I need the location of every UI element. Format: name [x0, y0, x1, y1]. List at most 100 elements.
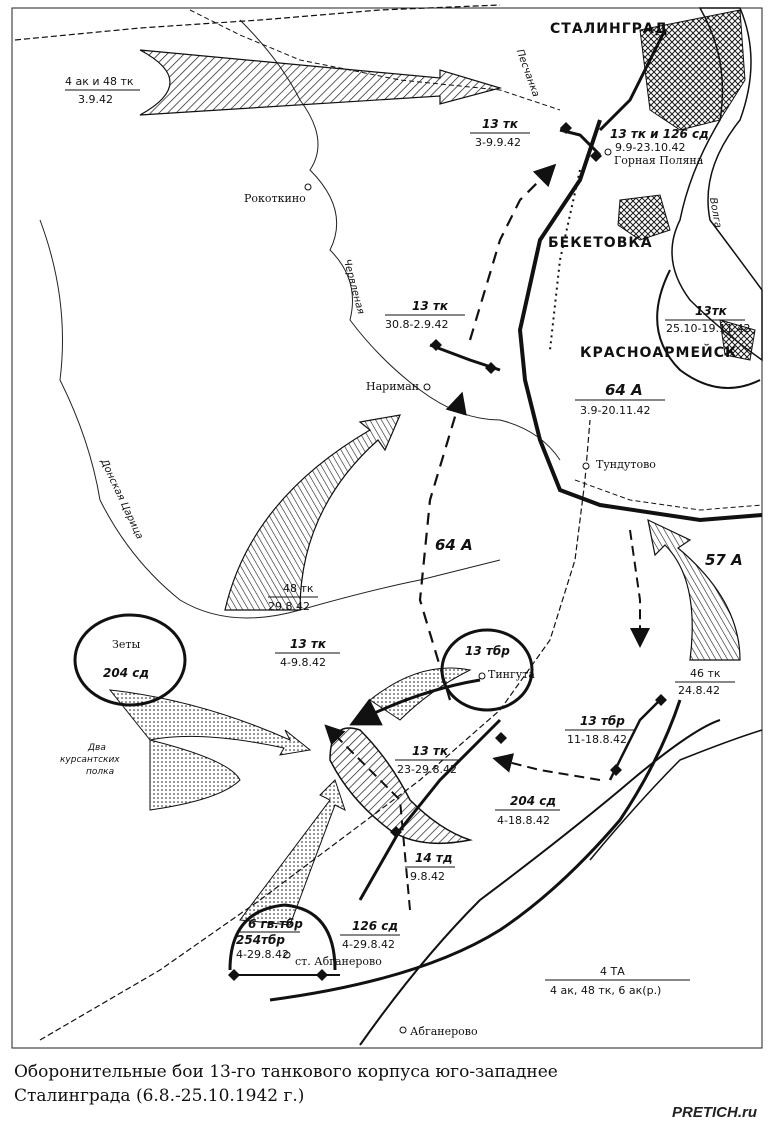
- unit-64a-main: 64 А: [605, 381, 643, 399]
- settlement-abganerovo: [399, 1026, 407, 1034]
- unit-13tk-d: 13 тк: [290, 637, 327, 651]
- unit-204sd-a: 204 сд: [103, 666, 149, 680]
- settlement-tinguta: [478, 672, 486, 680]
- label-beketovka: БЕКЕТОВКА: [548, 235, 653, 251]
- arrow-4ak-48tk: [139, 49, 503, 116]
- label-tundutovo: Тундутово: [596, 458, 656, 471]
- arrow-46tk: [647, 518, 741, 661]
- label-zety: Зеты: [112, 638, 140, 651]
- line-13tbr-b: [608, 699, 661, 781]
- unit-13tbr-a: 13 тбр: [465, 644, 510, 658]
- settlement-rokotkino: [304, 183, 312, 191]
- unit-14td: 14 тд: [415, 851, 453, 865]
- unit-57a: 57 А: [705, 551, 743, 569]
- railway-main: [39, 419, 591, 1041]
- label-cadets-2: курсантских: [60, 755, 120, 765]
- caption-line-1: Оборонительные бои 13-го танкового корпу…: [14, 1062, 558, 1082]
- label-krasnoarmeysk: КРАСНОАРМЕЙСК: [580, 344, 737, 361]
- krasnoarmeysk-ring: [656, 269, 761, 389]
- front-line-main: [517, 119, 763, 523]
- caption-line-2: Сталинграда (6.8.-25.10.1942 г.): [14, 1086, 305, 1106]
- front-line-tick: [549, 169, 581, 351]
- arrow-dashed-3: [629, 529, 650, 648]
- marker-diamond-3: [560, 122, 572, 134]
- marker-diamond-2: [485, 362, 497, 374]
- unit-254tbr: 254тбр: [236, 933, 285, 947]
- front-line-stalingrad: [598, 29, 667, 132]
- unit-13tk-126sd-date: 9.9-23.10.42: [615, 141, 685, 154]
- label-cadets-1: Два: [87, 743, 106, 753]
- arc-254tbr: [228, 903, 337, 971]
- unit-4ta: 4 ТА: [600, 965, 625, 978]
- unit-13tbr-b: 13 тбр: [580, 714, 625, 728]
- unit-13tbr-b-date: 11-18.8.42: [567, 733, 627, 746]
- line-13tk-e: [358, 718, 502, 901]
- settlement-gornaya-polyana: [604, 148, 612, 156]
- label-stalingrad: СТАЛИНГРАД: [550, 21, 668, 37]
- unit-13tk-e: 13 тк: [412, 744, 449, 758]
- unit-4ta-desc: 4 ак, 48 тк, 6 ак(р.): [550, 984, 661, 997]
- unit-13tk-b-date: 30.8-2.9.42: [385, 318, 448, 331]
- krasnoarmeysk-city: [719, 319, 756, 361]
- railway-north: [14, 4, 501, 41]
- battle-map: СТАЛИНГРАД БЕКЕТОВКА КРАСНОАРМЕЙСК Песча…: [11, 4, 763, 1049]
- unit-13tk-d-date: 4-9.8.42: [280, 656, 326, 669]
- label-rokotkino: Рокоткино: [244, 192, 306, 205]
- unit-13tk-a: 13 тк: [482, 117, 519, 131]
- arrow-48tk: [224, 414, 401, 611]
- settlement-st-abganerovo: [283, 951, 291, 959]
- map-caption: Оборонительные бои 13-го танкового корпу…: [14, 1060, 614, 1108]
- unit-4ak-48tk-date: 3.9.42: [78, 93, 113, 106]
- label-abganerovo: Абганерово: [410, 1025, 478, 1038]
- marker-diamond-10: [316, 969, 328, 981]
- marker-diamond-1: [430, 339, 442, 351]
- marker-diamond-5: [390, 826, 402, 838]
- unit-126sd: 126 сд: [352, 919, 398, 933]
- unit-13tk-c: 13тк: [695, 304, 728, 318]
- front-line-south-1: [269, 699, 682, 1002]
- unit-126sd-date: 4-29.8.42: [342, 938, 395, 951]
- unit-204sd-b: 204 сд: [510, 794, 556, 808]
- arrow-dashed-5: [324, 724, 411, 911]
- arrow-dashed-4: [492, 753, 601, 781]
- unit-46tk-date: 24.8.42: [678, 684, 720, 697]
- railway-east: [574, 479, 763, 511]
- arrow-counter: [349, 678, 481, 726]
- arrow-zety: [108, 689, 312, 756]
- label-volga: Волга: [707, 197, 723, 229]
- unit-13tk-b: 13 тк: [412, 299, 449, 313]
- label-gornaya-polyana: Горная Поляна: [614, 154, 704, 167]
- unit-14td-date: 9.8.42: [410, 870, 445, 883]
- unit-6gv-tbr: 6 гв.тбр: [248, 917, 303, 931]
- map-frame: [11, 7, 763, 1049]
- arrow-6gv: [239, 779, 346, 926]
- label-donskaya-tsaritsa: Донская Царица: [98, 457, 145, 541]
- settlement-tundutovo: [582, 462, 590, 470]
- unit-46tk: 46 тк: [690, 667, 721, 680]
- area-14td: [329, 727, 473, 845]
- marker-diamond-9: [228, 969, 240, 981]
- river-donskaya-tsaritsa: [39, 219, 501, 619]
- unit-48tk: 48 тк: [283, 582, 314, 595]
- label-cadets-3: полка: [86, 767, 114, 777]
- arrow-cadets: [149, 739, 241, 811]
- unit-4ak-48tk: 4 ак и 48 тк: [65, 75, 134, 88]
- marker-diamond-8: [610, 764, 622, 776]
- label-chervlenaya: Червленая: [341, 258, 366, 315]
- unit-254tbr-date: 4-29.8.42: [236, 948, 289, 961]
- marker-diamond-6: [495, 732, 507, 744]
- label-st-abganerovo: ст. Абганерово: [295, 955, 382, 968]
- unit-13tk-c-date: 25.10-19.11.42: [666, 322, 750, 335]
- label-peschanka: Песчанка: [514, 48, 541, 99]
- site-watermark: PRETICH.ru: [671, 1104, 757, 1121]
- unit-64a-date: 3.9-20.11.42: [580, 404, 650, 417]
- unit-13tk-126sd: 13 тк и 126 сд: [610, 127, 709, 141]
- label-tinguta: Тингута: [488, 668, 535, 681]
- stalingrad-city: [639, 9, 746, 131]
- unit-13tk-a-date: 3-9.9.42: [475, 136, 521, 149]
- unit-64a-mid: 64 А: [435, 536, 473, 554]
- arrow-dashed-2: [468, 163, 557, 341]
- front-line-south-2: [359, 719, 721, 1046]
- marker-diamond-7: [655, 694, 667, 706]
- label-nariman: Нариман: [366, 380, 419, 393]
